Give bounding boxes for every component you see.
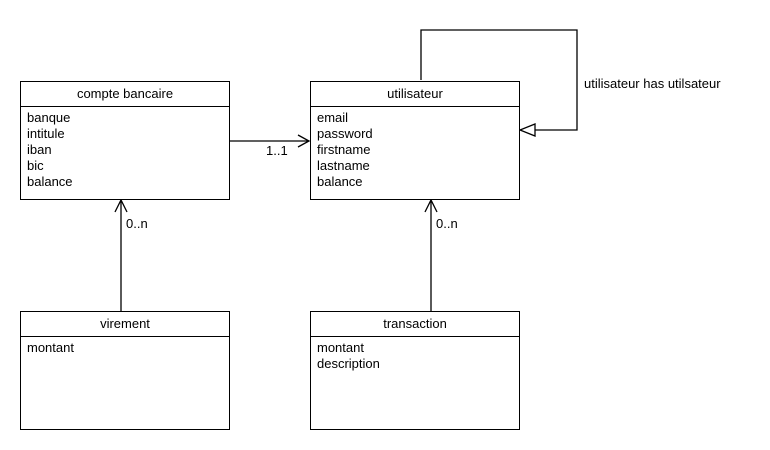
attribute: montant xyxy=(317,340,364,355)
attribute-list: banque intitule iban bic balance xyxy=(21,107,229,190)
attribute: montant xyxy=(27,340,74,355)
self-relation-utilisateur xyxy=(420,29,578,137)
class-name: transaction xyxy=(311,312,519,337)
attribute: email xyxy=(317,110,349,125)
multiplicity-label: 1..1 xyxy=(266,143,288,158)
attribute-list: montant description xyxy=(311,337,519,372)
class-utilisateur[interactable]: utilisateur email password firstname las… xyxy=(310,81,520,200)
attribute-list: email password firstname lastname balanc… xyxy=(311,107,519,190)
attribute: intitule xyxy=(27,126,65,141)
class-virement[interactable]: virement montant xyxy=(20,311,230,430)
attribute: iban xyxy=(27,142,52,157)
attribute-list: montant xyxy=(21,337,229,356)
self-relation-label: utilisateur has utilsateur xyxy=(584,76,721,91)
class-name: compte bancaire xyxy=(21,82,229,107)
multiplicity-label: 0..n xyxy=(126,216,148,231)
attribute: balance xyxy=(27,174,73,189)
attribute: balance xyxy=(317,174,363,189)
class-transaction[interactable]: transaction montant description xyxy=(310,311,520,430)
class-name: utilisateur xyxy=(311,82,519,107)
attribute: banque xyxy=(27,110,71,125)
attribute: firstname xyxy=(317,142,371,157)
association-transaction-utilisateur xyxy=(424,198,438,311)
class-name: virement xyxy=(21,312,229,337)
attribute: description xyxy=(317,356,380,371)
class-compte-bancaire[interactable]: compte bancaire banque intitule iban bic… xyxy=(20,81,230,200)
association-virement-compte xyxy=(114,198,128,311)
attribute: password xyxy=(317,126,373,141)
attribute: bic xyxy=(27,158,44,173)
attribute: lastname xyxy=(317,158,370,173)
multiplicity-label: 0..n xyxy=(436,216,458,231)
association-compte-utilisateur xyxy=(230,134,311,148)
